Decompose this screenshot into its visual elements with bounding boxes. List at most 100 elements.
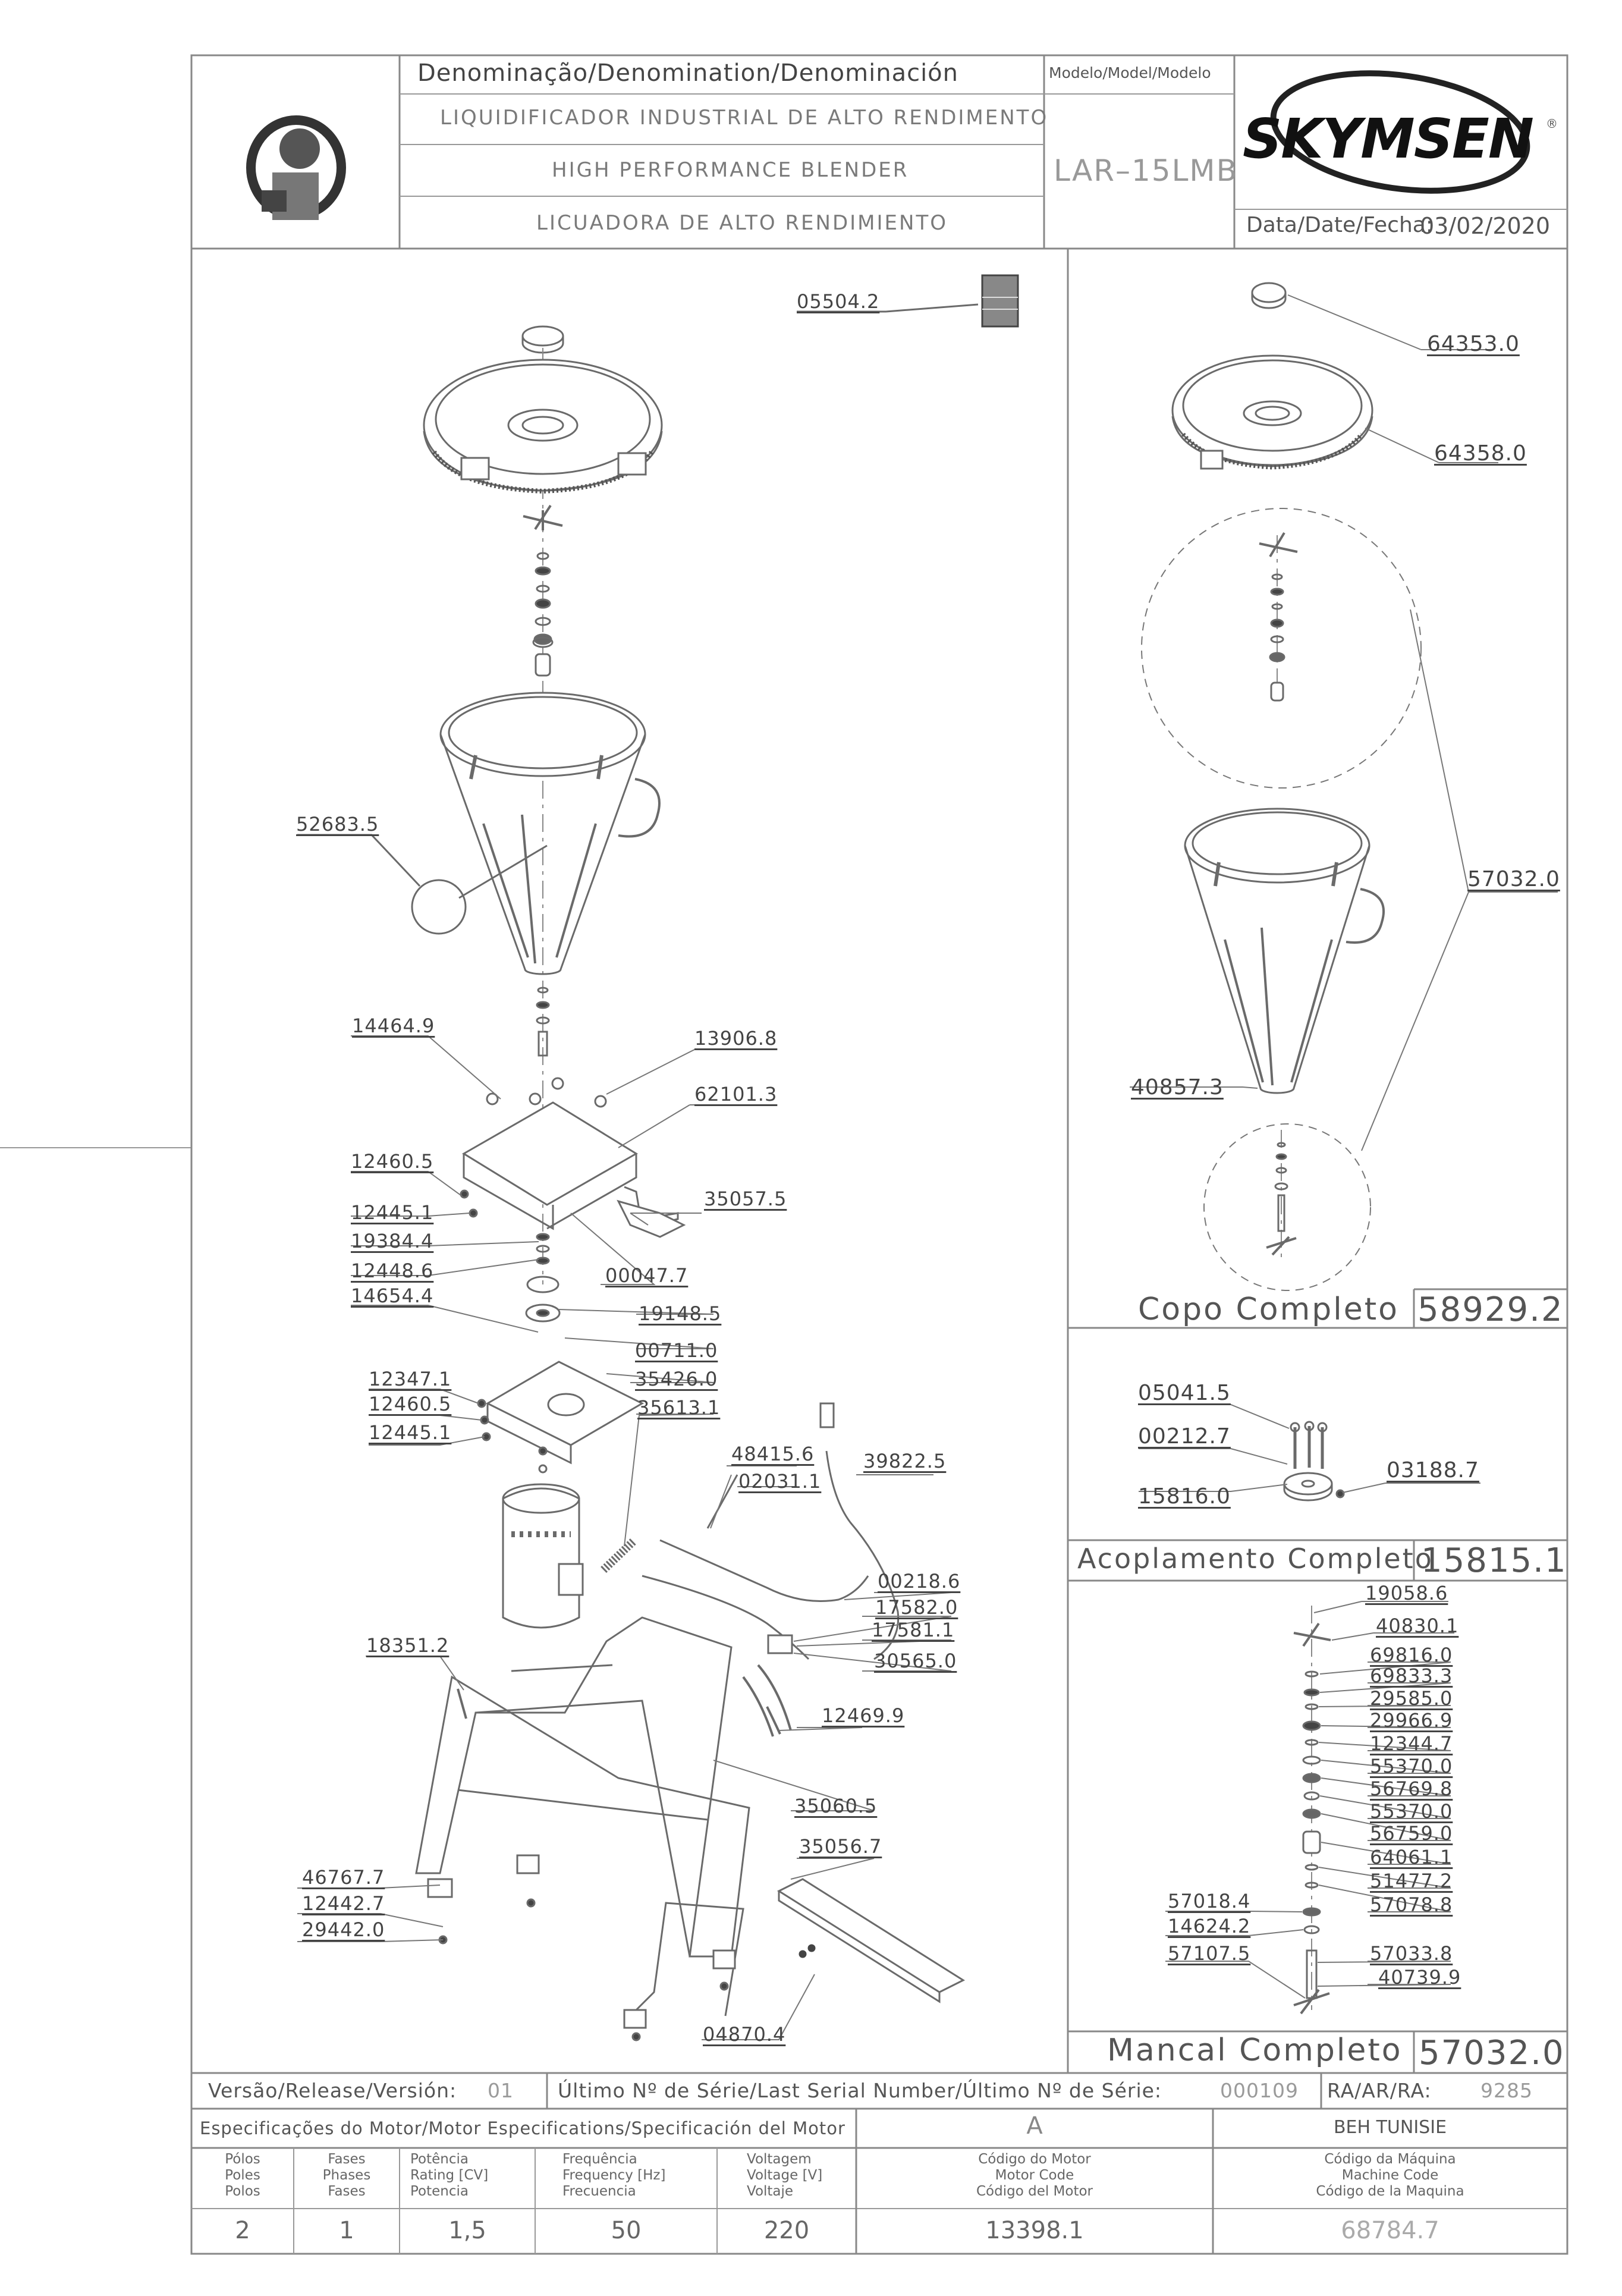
label-29966-9: 29966.9 bbox=[1370, 1709, 1453, 1732]
label-12347-1: 12347.1 bbox=[369, 1368, 452, 1390]
label-13906-8: 13906.8 bbox=[694, 1027, 778, 1050]
voltage-value: 220 bbox=[763, 2217, 810, 2244]
seal-text: ASSISTÊNCIA TÉCNICA AUTORIZADA bbox=[202, 226, 397, 238]
acoplamento-completo-title: Acoplamento Completo bbox=[1077, 1543, 1434, 1575]
label-12445-1-b: 12445.1 bbox=[369, 1421, 452, 1444]
label-57078-8: 57078.8 bbox=[1370, 1893, 1453, 1916]
label-52683-5: 52683.5 bbox=[296, 813, 379, 836]
label-15816-0: 15816.0 bbox=[1138, 1484, 1231, 1509]
label-69816-0: 69816.0 bbox=[1370, 1644, 1453, 1666]
label-12460-5-b: 12460.5 bbox=[369, 1393, 452, 1415]
mancal-completo-code: 57032.0 bbox=[1419, 2034, 1565, 2072]
label-00711-0: 00711.0 bbox=[635, 1339, 718, 1362]
label-12460-5-a: 12460.5 bbox=[351, 1150, 434, 1173]
label-04870-4: 04870.4 bbox=[703, 2023, 786, 2046]
label-02031-1: 02031.1 bbox=[738, 1470, 822, 1493]
ra-value: 9285 bbox=[1480, 2079, 1533, 2102]
label-56769-8: 56769.8 bbox=[1370, 1777, 1453, 1800]
label-55370-0-b: 55370.0 bbox=[1370, 1800, 1453, 1823]
frequency-value: 50 bbox=[611, 2217, 642, 2244]
label-40830-1: 40830.1 bbox=[1376, 1615, 1459, 1637]
label-30565-0: 30565.0 bbox=[874, 1650, 957, 1672]
model-code: LAR–15LMB bbox=[1054, 153, 1238, 188]
label-35057-5: 35057.5 bbox=[704, 1188, 787, 1210]
product-name-pt: LIQUIDIFICADOR INDUSTRIAL DE ALTO RENDIM… bbox=[440, 106, 1049, 130]
country: BEH TUNISIE bbox=[1333, 2117, 1447, 2138]
label-18351-2: 18351.2 bbox=[366, 1634, 449, 1657]
label-69833-3: 69833.3 bbox=[1370, 1664, 1453, 1687]
label-57107-5: 57107.5 bbox=[1168, 1942, 1251, 1965]
label-12445-1-a: 12445.1 bbox=[351, 1201, 434, 1224]
model-title: Modelo/Model/Modelo bbox=[1049, 64, 1211, 81]
denomination-title: Denominação/Denomination/Denominación bbox=[417, 59, 959, 87]
machine-code-value: 68784.7 bbox=[1341, 2217, 1439, 2244]
label-05504-2: 05504.2 bbox=[797, 290, 880, 313]
label-51477-2: 51477.2 bbox=[1370, 1870, 1453, 1892]
product-name-en: HIGH PERFORMANCE BLENDER bbox=[552, 158, 909, 182]
label-64358-0: 64358.0 bbox=[1434, 441, 1527, 466]
serial-label: Último Nº de Série/Last Serial Number/Úl… bbox=[558, 2079, 1162, 2102]
phases-value: 1 bbox=[339, 2217, 354, 2244]
label-17582-0: 17582.0 bbox=[875, 1596, 958, 1619]
motor-variant: A bbox=[1026, 2112, 1043, 2140]
label-46767-7: 46767.7 bbox=[302, 1866, 385, 1889]
label-35056-7: 35056.7 bbox=[799, 1835, 882, 1858]
copo-completo-code: 58929.2 bbox=[1417, 1290, 1564, 1329]
label-19384-4: 19384.4 bbox=[351, 1230, 434, 1252]
acoplamento-completo-code: 15815.1 bbox=[1421, 1541, 1567, 1580]
label-00212-7: 00212.7 bbox=[1138, 1424, 1231, 1449]
label-14624-2: 14624.2 bbox=[1168, 1915, 1251, 1937]
label-12469-9: 12469.9 bbox=[822, 1704, 905, 1727]
label-56759-0: 56759.0 bbox=[1370, 1822, 1453, 1845]
registered-mark: ® bbox=[1546, 117, 1558, 131]
label-00047-7: 00047.7 bbox=[605, 1264, 689, 1287]
motor-spec-label: Especificações do Motor/Motor Especifica… bbox=[200, 2118, 845, 2138]
label-12344-7: 12344.7 bbox=[1370, 1732, 1453, 1755]
poles-value: 2 bbox=[235, 2217, 250, 2244]
label-62101-3: 62101.3 bbox=[694, 1083, 778, 1105]
brand-logo: SKYMSEN bbox=[1243, 107, 1534, 171]
label-57018-4: 57018.4 bbox=[1168, 1890, 1251, 1912]
label-00218-6: 00218.6 bbox=[878, 1570, 961, 1593]
copo-completo-title: Copo Completo bbox=[1138, 1292, 1399, 1327]
label-19148-5: 19148.5 bbox=[639, 1302, 722, 1325]
label-14464-9: 14464.9 bbox=[352, 1014, 435, 1037]
label-35426-0: 35426.0 bbox=[635, 1368, 718, 1390]
label-29585-0: 29585.0 bbox=[1370, 1687, 1453, 1710]
serial-value: 000109 bbox=[1220, 2079, 1299, 2102]
label-57033-8: 57033.8 bbox=[1370, 1942, 1453, 1965]
label-48415-6: 48415.6 bbox=[731, 1443, 815, 1465]
release-value: 01 bbox=[488, 2079, 514, 2102]
date-label: Data/Date/Fecha: bbox=[1246, 213, 1433, 237]
power-value: 1,5 bbox=[448, 2217, 486, 2244]
label-40857-3: 40857.3 bbox=[1131, 1075, 1224, 1100]
skymsen-logo-swoosh bbox=[1270, 70, 1530, 194]
label-19058-6: 19058.6 bbox=[1365, 1582, 1448, 1604]
label-03188-7: 03188.7 bbox=[1387, 1458, 1479, 1482]
label-64061-1: 64061.1 bbox=[1370, 1846, 1453, 1868]
mancal-completo-title: Mancal Completo bbox=[1107, 2033, 1403, 2068]
label-40739-9: 40739.9 bbox=[1378, 1966, 1461, 1989]
ra-label: RA/AR/RA: bbox=[1327, 2079, 1432, 2102]
date-value: 03/02/2020 bbox=[1420, 213, 1551, 239]
label-05041-5: 05041.5 bbox=[1138, 1381, 1231, 1405]
label-64353-0: 64353.0 bbox=[1427, 332, 1520, 356]
authorized-service-seal bbox=[246, 115, 346, 220]
label-39822-5: 39822.5 bbox=[863, 1450, 947, 1472]
label-57032-0-copo: 57032.0 bbox=[1467, 867, 1560, 891]
label-29442-0: 29442.0 bbox=[302, 1918, 385, 1941]
label-12442-7: 12442.7 bbox=[302, 1892, 385, 1915]
label-17581-1: 17581.1 bbox=[872, 1619, 955, 1641]
label-35613-1: 35613.1 bbox=[637, 1396, 721, 1419]
label-55370-0-a: 55370.0 bbox=[1370, 1755, 1453, 1777]
label-14654-4: 14654.4 bbox=[351, 1284, 434, 1307]
